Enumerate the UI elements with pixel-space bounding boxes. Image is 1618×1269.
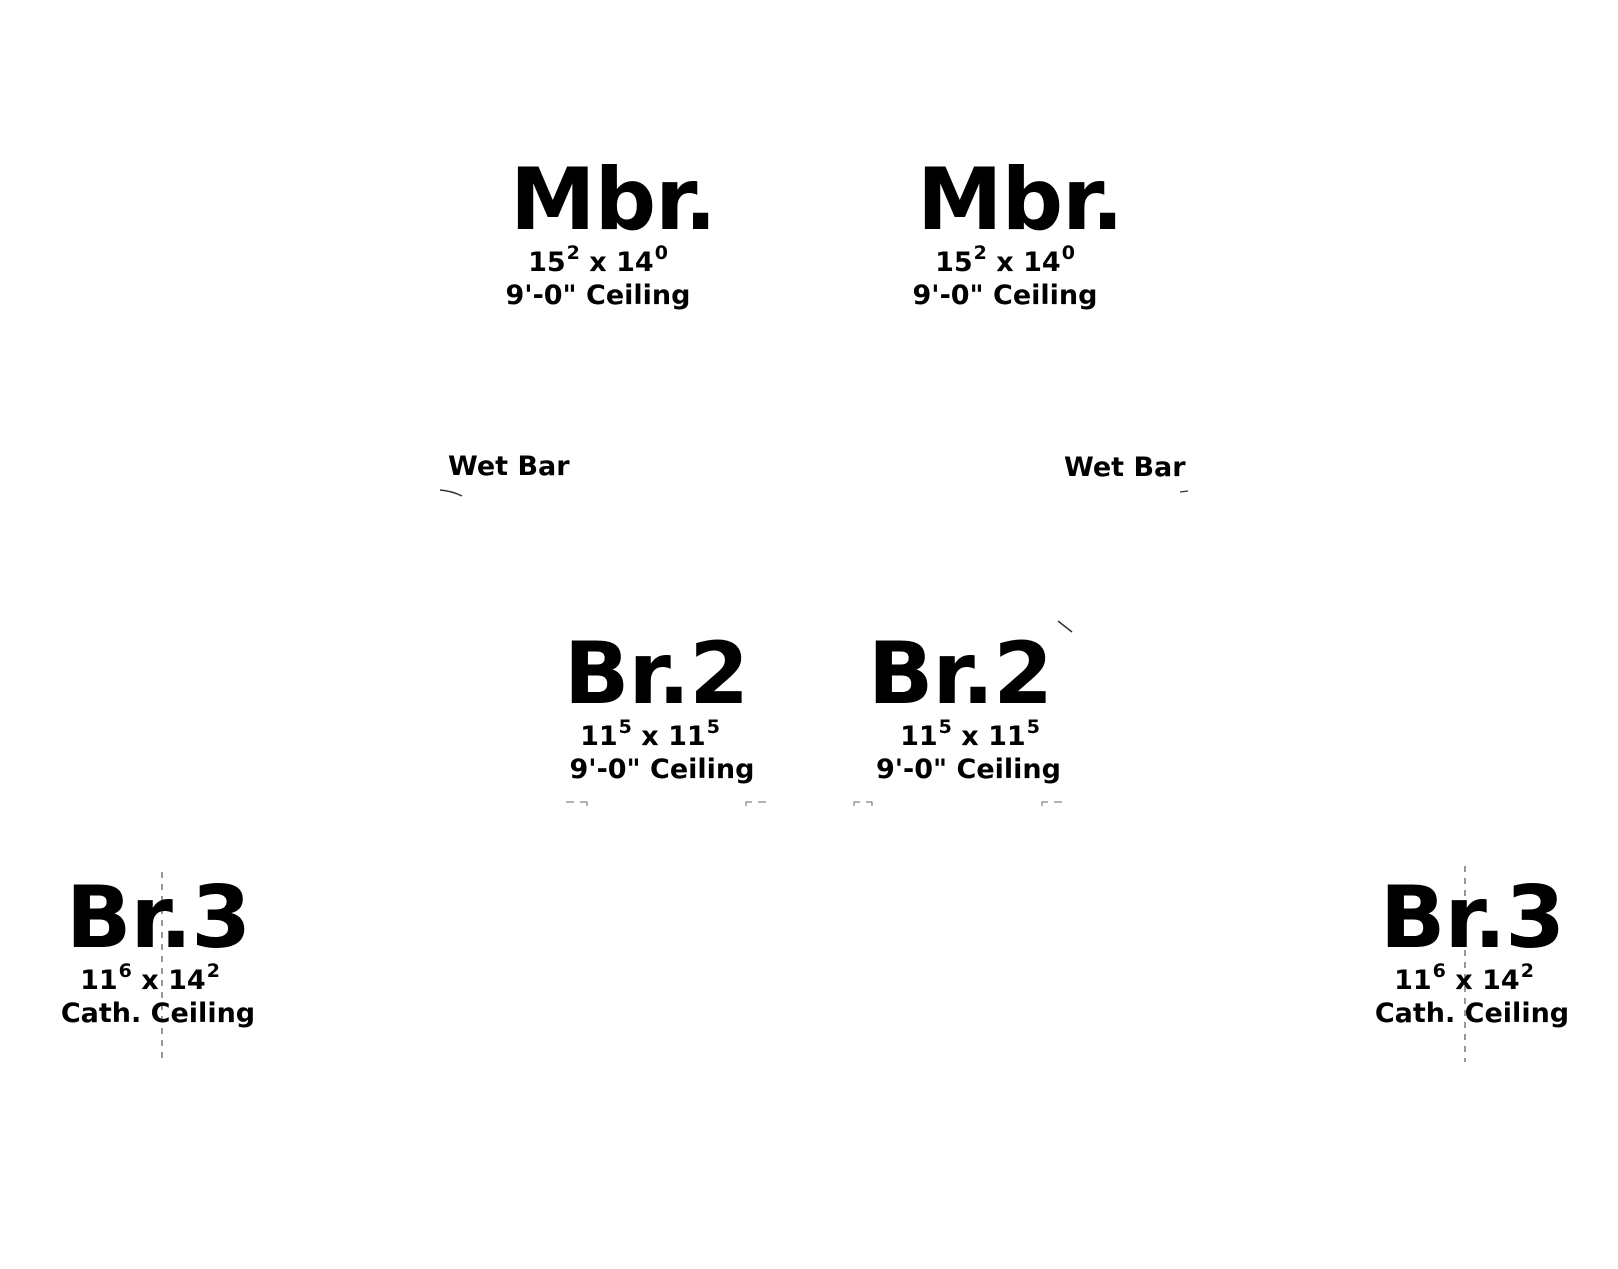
- closet-bracket-1: [566, 801, 588, 806]
- room-dimensions: 152 x 140: [528, 242, 668, 278]
- room-name: Mbr.: [510, 150, 717, 250]
- counter-tick-right: [1179, 490, 1189, 493]
- wet-bar-label-left: Wet Bar: [448, 451, 570, 482]
- room-ceiling: 9'-0" Ceiling: [505, 280, 691, 311]
- room-ceiling: 9'-0" Ceiling: [876, 754, 1061, 785]
- room-ceiling: 9'-0" Ceiling: [569, 754, 755, 785]
- room-dimensions: 152 x 140: [935, 242, 1075, 278]
- room-name: Br.2: [563, 624, 749, 724]
- room-mbr-left: Mbr. 152 x 140 9'-0" Ceiling: [506, 150, 717, 312]
- closet-bracket-4: [1041, 801, 1062, 806]
- room-dimensions: 116 x 142: [1394, 960, 1534, 996]
- room-br2-right: Br.2 115 x 115 9'-0" Ceiling: [860, 624, 1061, 786]
- room-ceiling: Cath. Ceiling: [60, 998, 256, 1029]
- room-name: Br.3: [65, 868, 251, 968]
- room-dimensions: 116 x 142: [80, 960, 220, 996]
- wet-bar-label-right: Wet Bar: [1064, 452, 1186, 483]
- closet-bracket-3: [853, 801, 873, 806]
- room-br2-left: Br.2 115 x 115 9'-0" Ceiling: [556, 630, 756, 786]
- door-swing-arc-left: [439, 489, 463, 497]
- closet-bracket-2: [745, 801, 766, 806]
- room-ceiling: 9'-0" Ceiling: [912, 280, 1098, 311]
- room-dimensions: 115 x 115: [580, 716, 720, 752]
- door-swing-stroke: [1057, 620, 1073, 633]
- room-br3-left: Br.3 116 x 142 Cath. Ceiling: [58, 874, 258, 1030]
- room-name: Mbr.: [917, 150, 1124, 250]
- room-dimensions: 115 x 115: [900, 716, 1040, 752]
- room-ceiling: Cath. Ceiling: [1374, 998, 1570, 1029]
- room-mbr-right: Mbr. 152 x 140 9'-0" Ceiling: [913, 150, 1124, 312]
- room-br3-right: Br.3 116 x 142 Cath. Ceiling: [1372, 874, 1572, 1030]
- room-name: Br.2: [867, 624, 1053, 724]
- room-name: Br.3: [1379, 868, 1565, 968]
